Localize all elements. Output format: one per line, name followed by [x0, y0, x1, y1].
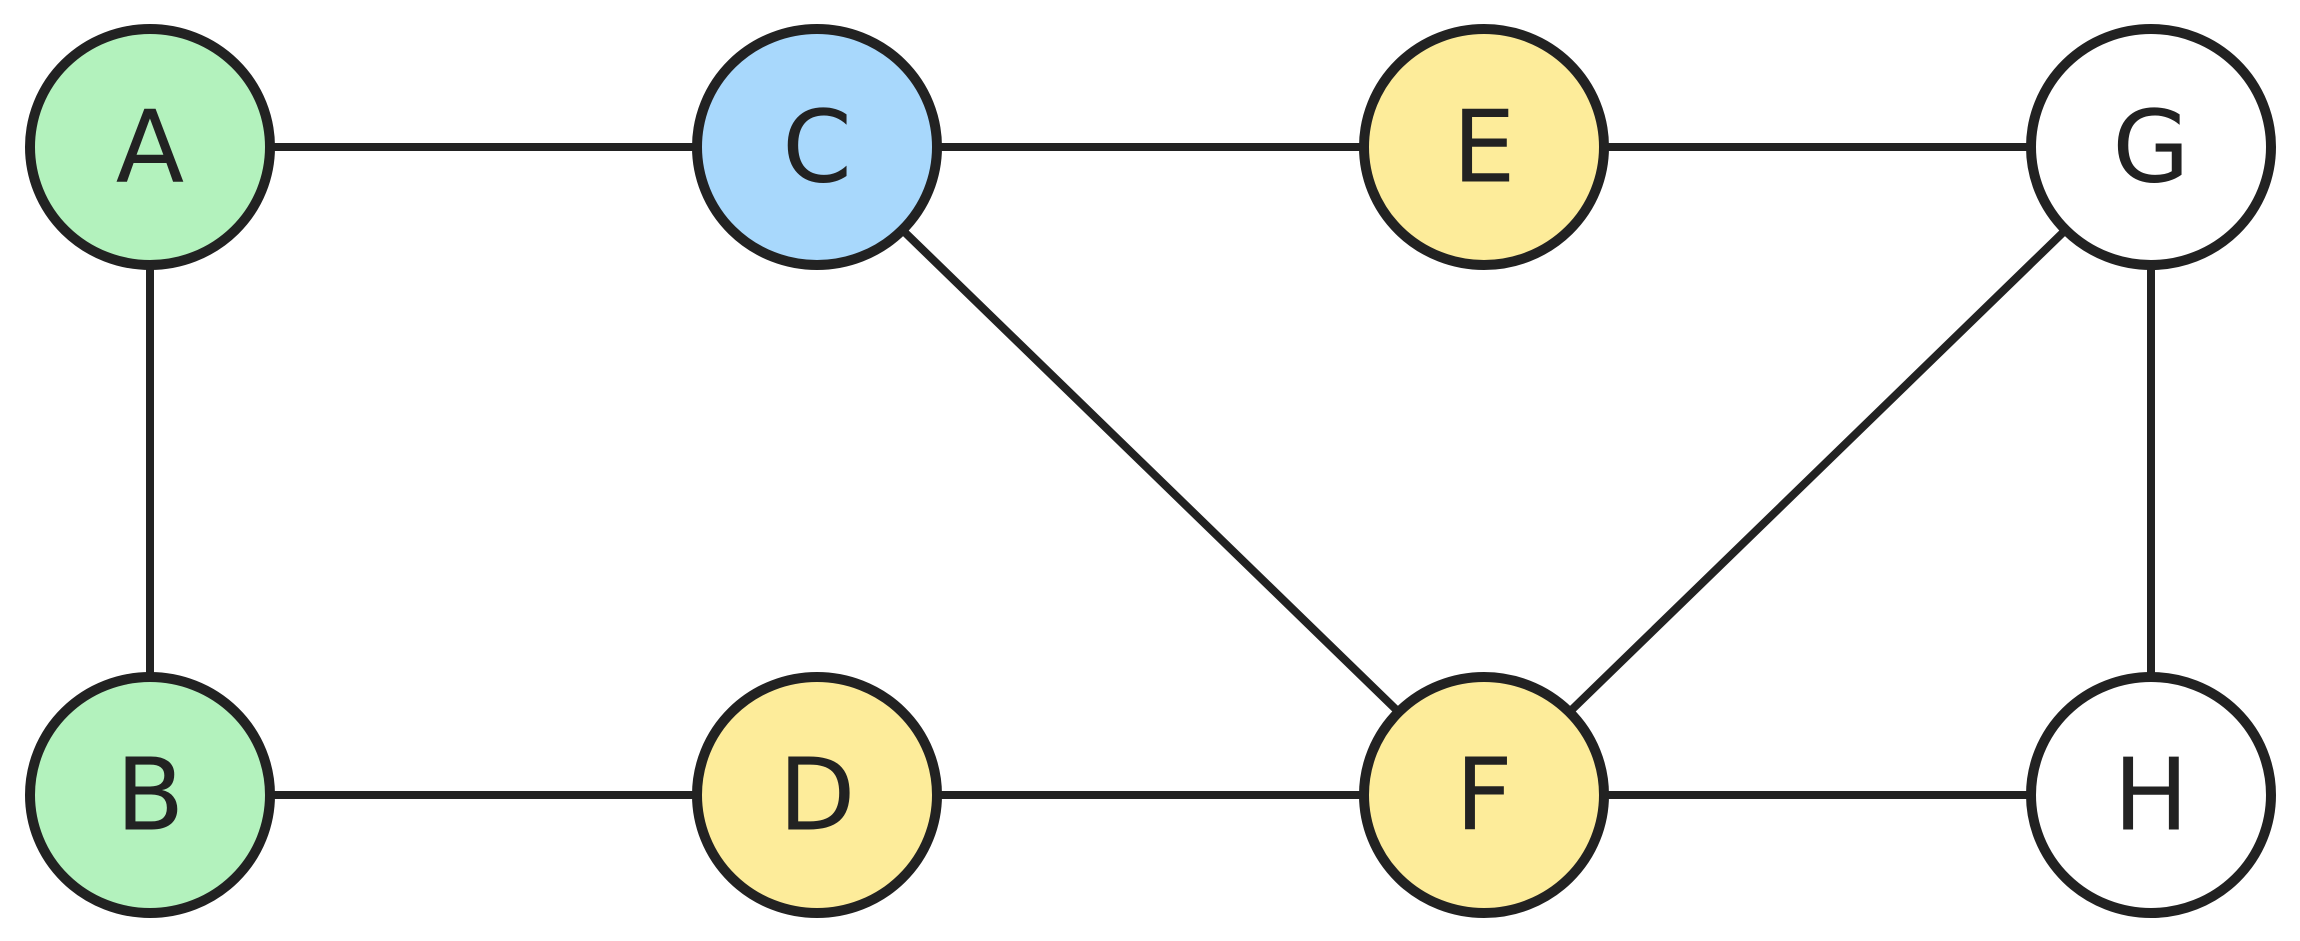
edge-g-f — [1481, 144, 2154, 798]
node-label: C — [782, 89, 852, 206]
node-circle — [2026, 672, 2276, 918]
node-label: E — [1452, 89, 1515, 206]
node-circle — [1359, 672, 1609, 918]
node-label: F — [1455, 737, 1513, 854]
node-circle — [1359, 24, 1609, 270]
node-a: A — [25, 24, 275, 270]
node-circle — [2026, 24, 2276, 270]
node-circle — [25, 672, 275, 918]
node-circle — [692, 672, 942, 918]
edge-c-f — [814, 144, 1487, 798]
node-d: D — [692, 672, 942, 918]
edges-layer — [146, 143, 2155, 799]
node-circle — [692, 24, 942, 270]
node-h: H — [2026, 672, 2276, 918]
node-b: B — [25, 672, 275, 918]
node-circle — [25, 24, 275, 270]
node-label: D — [778, 737, 855, 854]
node-g: G — [2026, 24, 2276, 270]
node-c: C — [692, 24, 942, 270]
node-f: F — [1359, 672, 1609, 918]
node-label: A — [116, 89, 184, 206]
nodes-layer: A B C D E F G H — [25, 24, 2276, 918]
node-label: G — [2112, 89, 2190, 206]
node-label: H — [2113, 737, 2188, 854]
node-label: B — [116, 737, 185, 854]
node-e: E — [1359, 24, 1609, 270]
